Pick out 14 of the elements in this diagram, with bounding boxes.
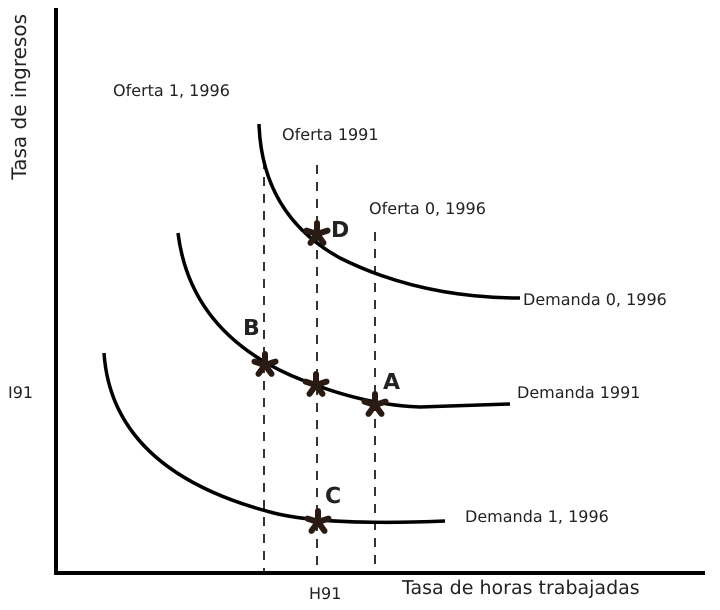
point-letter: A <box>383 370 400 396</box>
point-letter: D <box>331 218 350 244</box>
axis-tick-label: I91 <box>8 384 34 402</box>
curve-label: Demanda 1991 <box>517 384 640 402</box>
point-letter: B <box>243 316 260 342</box>
axis-title: Tasa de horas trabajadas <box>402 578 640 600</box>
curve-label: Oferta 0, 1996 <box>369 200 486 218</box>
axis-title: Tasa de ingresos <box>8 14 31 180</box>
curve-label: Demanda 1, 1996 <box>465 508 609 526</box>
curve-label: Demanda 0, 1996 <box>523 291 667 310</box>
curve-label: Oferta 1, 1996 <box>113 82 230 100</box>
axis-tick-label: H91 <box>309 585 342 604</box>
curve-label: Oferta 1991 <box>282 126 379 144</box>
point-letter: C <box>325 484 342 510</box>
